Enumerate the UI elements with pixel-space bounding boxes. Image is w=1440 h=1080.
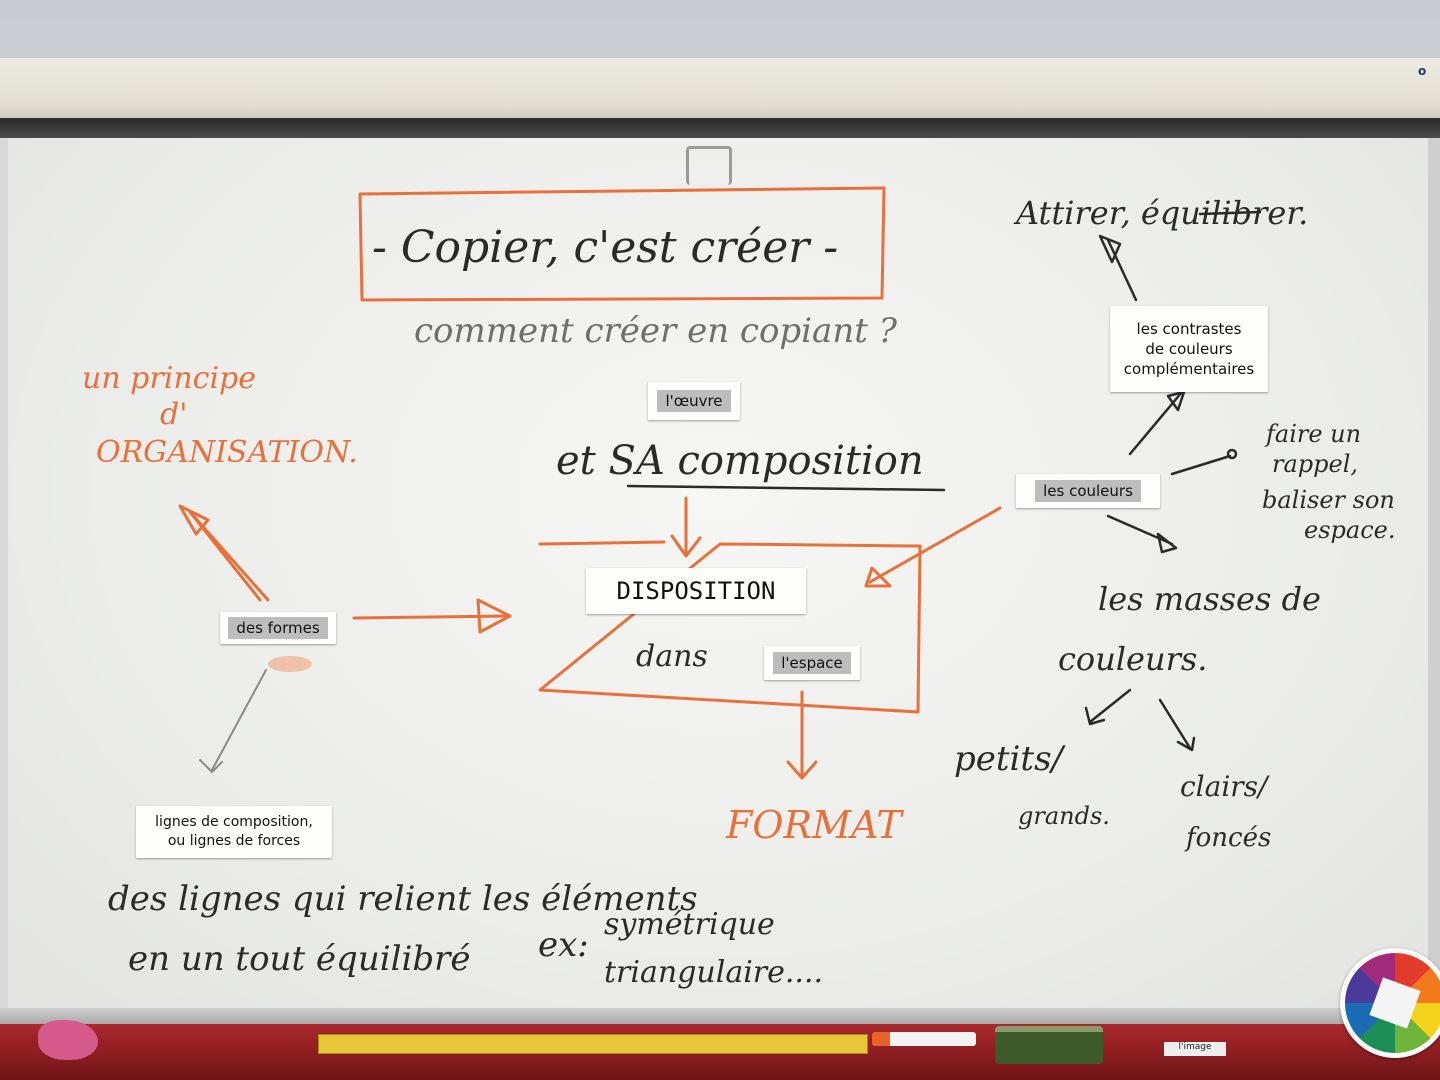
- attirer-text: Attirer, équilibrer.: [1013, 194, 1308, 232]
- arrow-couleurs-masses: [1106, 514, 1178, 554]
- masses-line-1: les masses de: [1098, 580, 1321, 618]
- principe-text: un principe: [82, 361, 256, 396]
- arrow-contrastes-up: [1098, 234, 1138, 302]
- masses-line-2: couleurs.: [1058, 640, 1207, 678]
- color-wheel-icon: [1340, 948, 1440, 1058]
- rappel-line-4: espace.: [1304, 516, 1395, 544]
- screen-slot: [0, 118, 1440, 138]
- arrow-couleurs-rappel: [1170, 454, 1232, 476]
- d-text: d': [160, 397, 187, 432]
- tray-tag: l'image: [1164, 1042, 1226, 1056]
- rappel-line-3: baliser son: [1262, 486, 1395, 514]
- eraser-icon: [995, 1026, 1103, 1064]
- title-box: [358, 186, 886, 302]
- arrow-masses-clairs: [1158, 698, 1196, 752]
- grands-text: grands.: [1018, 802, 1110, 830]
- label-contrastes: les contrastes de couleurs complémentair…: [1110, 306, 1268, 392]
- ex-text: ex:: [538, 925, 589, 965]
- lignes-relient-text: des lignes qui relient les éléments: [108, 879, 698, 919]
- brand-logo-icon: o: [1418, 64, 1427, 78]
- arrow-format-down: [786, 690, 818, 780]
- label-oeuvre: l'œuvre: [648, 382, 740, 420]
- arrow-composition-down: [670, 496, 702, 558]
- label-disposition: DISPOSITION: [586, 568, 806, 614]
- arrow-formes-up: [178, 504, 270, 602]
- dans-text: dans: [636, 639, 708, 674]
- rappel-dot: [1226, 448, 1238, 460]
- marker-pen-icon: [872, 1032, 976, 1046]
- cleaning-cloth-icon: [38, 1020, 98, 1060]
- tout-equilibre-text: en un tout équilibré: [128, 939, 470, 979]
- question-text: comment créer en copiant ?: [414, 311, 898, 351]
- composition-text: et SA composition: [556, 438, 924, 484]
- rappel-line-1: faire un: [1264, 420, 1361, 448]
- label-formes: des formes: [220, 612, 336, 644]
- arrow-couleurs-left: [864, 506, 1002, 588]
- label-couleurs: les couleurs: [1016, 474, 1160, 508]
- clairs-text: clairs/: [1180, 770, 1270, 803]
- orange-smudge: [268, 656, 312, 672]
- label-lignes: lignes de composition, ou lignes de forc…: [136, 806, 332, 858]
- organisation-text: ORGANISATION.: [96, 435, 358, 470]
- rappel-line-2: rappel,: [1272, 450, 1358, 478]
- format-text: FORMAT: [725, 803, 904, 847]
- petits-text: petits/: [954, 739, 1067, 779]
- ruler-icon: [318, 1034, 868, 1054]
- arrow-masses-petits: [1084, 688, 1132, 726]
- underline-equilibrer: [1198, 210, 1262, 216]
- symetrique-text: symétrique: [604, 907, 775, 942]
- disposition-box: [538, 540, 922, 714]
- triangulaire-text: triangulaire....: [604, 955, 823, 990]
- arrow-couleurs-contrastes: [1128, 390, 1186, 456]
- label-espace: l'espace: [764, 646, 860, 680]
- fonces-text: foncés: [1184, 823, 1271, 853]
- underline-composition: [626, 484, 946, 492]
- tray-lip: [0, 1008, 1440, 1024]
- title-text: - Copier, c'est créer -: [372, 222, 838, 273]
- pull-handle-icon: [686, 146, 732, 185]
- arrow-lignes-faded: [199, 669, 267, 774]
- arrow-formes-right: [352, 598, 512, 634]
